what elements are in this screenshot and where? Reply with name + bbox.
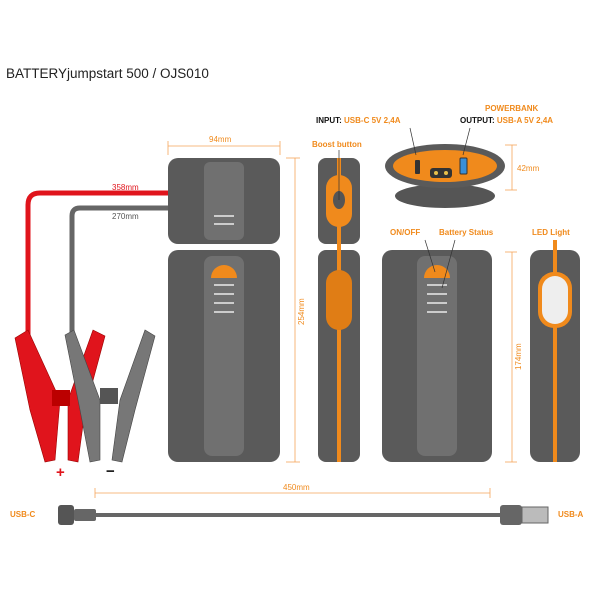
top-view — [338, 127, 505, 208]
back-view — [382, 239, 492, 462]
battery-status-label: Battery Status — [439, 228, 494, 237]
dimension-lines — [94, 141, 517, 498]
usb-c-label: USB-C — [10, 510, 36, 519]
output-label: OUTPUT: USB-A 5V 2,4A — [460, 116, 553, 125]
height-dimension: 254mm — [297, 298, 306, 325]
side-view — [318, 158, 360, 462]
page-title: BATTERYjumpstart 500 / OJS010 — [6, 66, 209, 81]
led-light-label: LED Light — [532, 228, 570, 237]
front-view — [168, 158, 280, 462]
usb-a-label: USB-A — [558, 510, 584, 519]
depth-dimension: 42mm — [517, 164, 540, 173]
input-prefix: INPUT: — [316, 116, 342, 125]
output-value: USB-A 5V 2,4A — [496, 116, 554, 125]
plus-label: + — [56, 464, 65, 481]
boost-button-label: Boost button — [312, 140, 362, 149]
usb-cable — [58, 505, 549, 525]
black-cable-length: 270mm — [112, 212, 139, 221]
onoff-label: ON/OFF — [390, 228, 421, 237]
output-prefix: OUTPUT: — [460, 116, 495, 125]
input-value: USB-C 5V 2,4A — [344, 116, 401, 125]
black-clamp — [64, 329, 156, 463]
red-cable — [25, 190, 178, 335]
red-cable-length: 358mm — [112, 183, 139, 192]
black-cable — [69, 205, 178, 335]
width-dimension: 94mm — [209, 135, 232, 144]
input-label: INPUT: USB-C 5V 2,4A — [316, 116, 400, 125]
led-side-view — [530, 240, 580, 462]
side-height-dimension: 174mm — [514, 343, 523, 370]
minus-label: − — [106, 463, 115, 480]
powerbank-label: POWERBANK — [485, 104, 539, 113]
usb-cable-length: 450mm — [283, 483, 310, 492]
